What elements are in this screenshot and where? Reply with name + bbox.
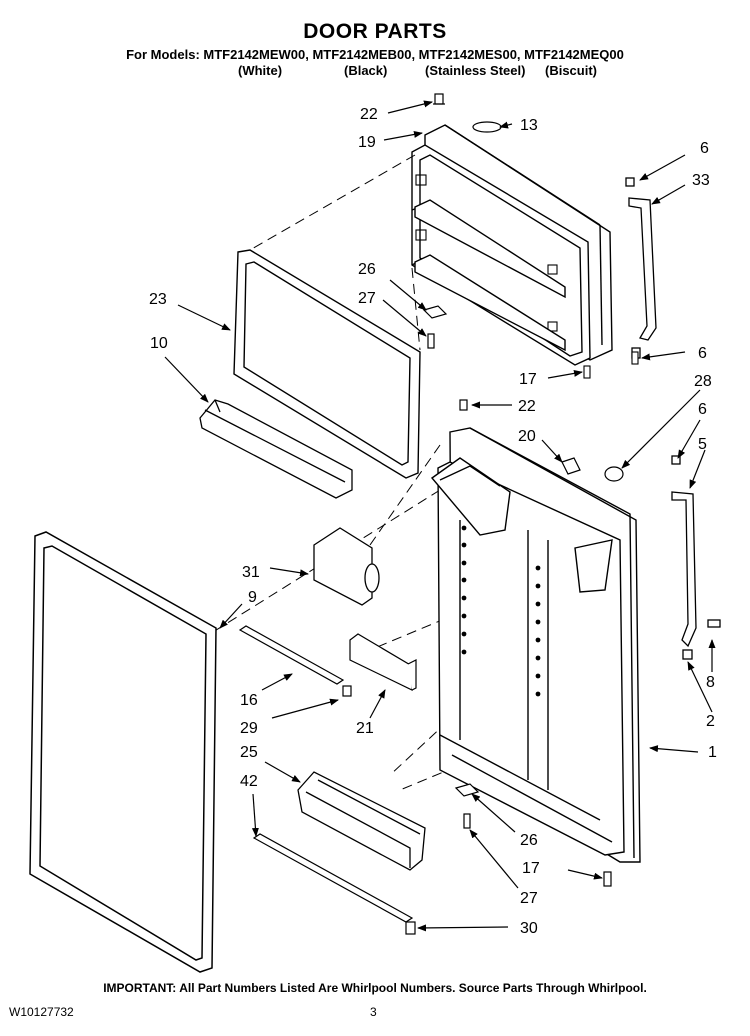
variant-stainless: (Stainless Steel) — [425, 63, 526, 78]
callout-21: 21 — [356, 720, 374, 737]
plug-22-top — [433, 93, 445, 105]
callout-27-lower: 27 — [520, 890, 538, 907]
callout-26-lower: 26 — [520, 832, 538, 849]
callout-1: 1 — [708, 744, 717, 761]
callout-31: 31 — [242, 564, 260, 581]
cam-20 — [561, 457, 581, 475]
door-shelf-holes — [461, 525, 541, 697]
callout-22-top: 22 — [360, 106, 378, 123]
document-number: W10127732 — [9, 1005, 74, 1019]
callout-26-upper: 26 — [358, 261, 376, 278]
callout-22-lower: 22 — [518, 398, 536, 415]
callout-16: 16 — [240, 692, 258, 709]
callout-labels: 22 13 19 6 33 26 27 23 10 6 17 28 22 6 2… — [149, 106, 717, 937]
callout-17-lower: 17 — [522, 860, 540, 877]
callout-8: 8 — [706, 674, 715, 691]
badge-13 — [472, 121, 502, 133]
trim-16 — [238, 625, 352, 697]
freezer-door — [411, 124, 613, 366]
leader-arrows — [164, 100, 716, 932]
callout-30: 30 — [520, 920, 538, 937]
lower-hinge-5 — [671, 455, 721, 660]
callout-25: 25 — [240, 744, 258, 761]
page-title: DOOR PARTS — [303, 20, 447, 43]
callout-20: 20 — [518, 428, 536, 445]
callout-23: 23 — [149, 291, 167, 308]
callout-29: 29 — [240, 720, 258, 737]
dairy-door-31 — [313, 527, 380, 606]
callout-6-b: 6 — [698, 345, 707, 362]
door-rack-10 — [199, 399, 353, 499]
fresh-food-door — [430, 427, 641, 863]
models-line: For Models: MTF2142MEW00, MTF2142MEB00, … — [126, 47, 624, 62]
callout-13: 13 — [520, 117, 538, 134]
screws — [583, 351, 639, 379]
callout-27-upper: 27 — [358, 290, 376, 307]
hinge-shim-26-upper — [422, 305, 448, 349]
callout-28: 28 — [694, 373, 712, 390]
callout-19: 19 — [358, 134, 376, 151]
shelf-front-21 — [349, 633, 417, 691]
freezer-hinge-33 — [625, 177, 657, 359]
callout-5: 5 — [698, 436, 707, 453]
callout-9: 9 — [248, 589, 257, 606]
variant-biscuit: (Biscuit) — [545, 63, 597, 78]
freezer-gasket-23 — [233, 249, 421, 479]
callout-6-a: 6 — [700, 140, 709, 157]
plug-22-lower — [459, 399, 468, 411]
callout-2: 2 — [706, 713, 715, 730]
callout-42: 42 — [240, 773, 258, 790]
plug-28 — [604, 466, 624, 482]
important-note: IMPORTANT: All Part Numbers Listed Are W… — [103, 981, 647, 995]
hinge-shim-26-lower — [454, 783, 612, 887]
page-number: 3 — [370, 1005, 377, 1019]
callout-10: 10 — [150, 335, 168, 352]
variant-white: (White) — [238, 63, 283, 78]
callout-17-upper: 17 — [519, 371, 537, 388]
callout-6-c: 6 — [698, 401, 707, 418]
fresh-food-gasket-9 — [29, 531, 217, 973]
callout-33: 33 — [692, 172, 710, 189]
variant-black: (Black) — [344, 63, 388, 78]
door-bin-25 — [297, 771, 426, 871]
